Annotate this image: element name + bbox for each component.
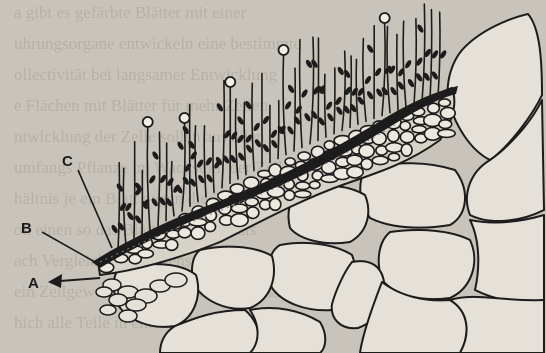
thallus-cell: [245, 198, 258, 206]
under-cell: [126, 299, 146, 311]
thallus-cell: [439, 120, 452, 129]
thallus-cell: [428, 103, 440, 113]
label-c: C: [62, 153, 73, 170]
label-b: B: [21, 220, 32, 237]
thallus-cell: [388, 153, 399, 161]
thallus-cell: [347, 155, 362, 165]
thallus-cell: [359, 145, 374, 158]
under-cell: [165, 273, 187, 287]
thallus-cell: [400, 121, 410, 130]
under-cell: [109, 294, 127, 306]
thallus-cell: [231, 214, 248, 227]
thallus-cell: [400, 131, 414, 142]
thallus-cell: [438, 129, 455, 137]
thallus-cell: [285, 158, 295, 165]
sporangium-head: [279, 45, 289, 55]
thallus-cell: [284, 190, 295, 200]
thallus-cell: [401, 144, 412, 156]
thallus-cell: [296, 182, 310, 190]
thallus-cell: [178, 227, 191, 237]
thallus-cell: [439, 99, 451, 107]
thallus-cell: [386, 143, 403, 153]
thallus-cell: [247, 207, 259, 218]
filament: [134, 142, 135, 241]
thallus-cell: [269, 164, 281, 176]
background-text-line: ollectivität bei langsamer Entwicklung: [14, 65, 277, 84]
thallus-cell: [166, 239, 178, 250]
thallus-cell: [138, 250, 153, 258]
background-text-line: umfangs Pflanze im Wachstum der Zelle: [14, 158, 290, 177]
thallus-cell: [361, 159, 372, 170]
filament: [334, 68, 335, 134]
thallus-cell: [205, 222, 216, 232]
under-cell: [119, 310, 137, 322]
background-text-line: a gibt es gefärbte Blätter mit einer: [14, 3, 247, 22]
thallus-cell: [191, 227, 205, 239]
sporangium-head: [380, 13, 390, 23]
thallus-cell: [309, 181, 320, 188]
thallus-cell: [298, 152, 310, 160]
thallus-cell: [295, 191, 311, 198]
thallus-cell: [441, 107, 456, 118]
sporangium-head: [180, 113, 190, 123]
thallus-cell: [347, 166, 363, 178]
thallus-cell: [230, 184, 244, 194]
filament: [166, 143, 167, 221]
under-cell: [96, 287, 112, 297]
sporangium-head: [225, 77, 235, 87]
sporangium-head: [143, 117, 153, 127]
thallus-cell: [388, 130, 399, 142]
under-cell: [100, 305, 116, 315]
background-text-line: uhrungsorgane entwickeln eine bestimmte: [14, 34, 301, 53]
cell-mid-4: [470, 215, 544, 302]
thallus-cell: [269, 198, 280, 210]
thallus-cell: [372, 156, 388, 164]
label-a: A: [28, 275, 39, 292]
